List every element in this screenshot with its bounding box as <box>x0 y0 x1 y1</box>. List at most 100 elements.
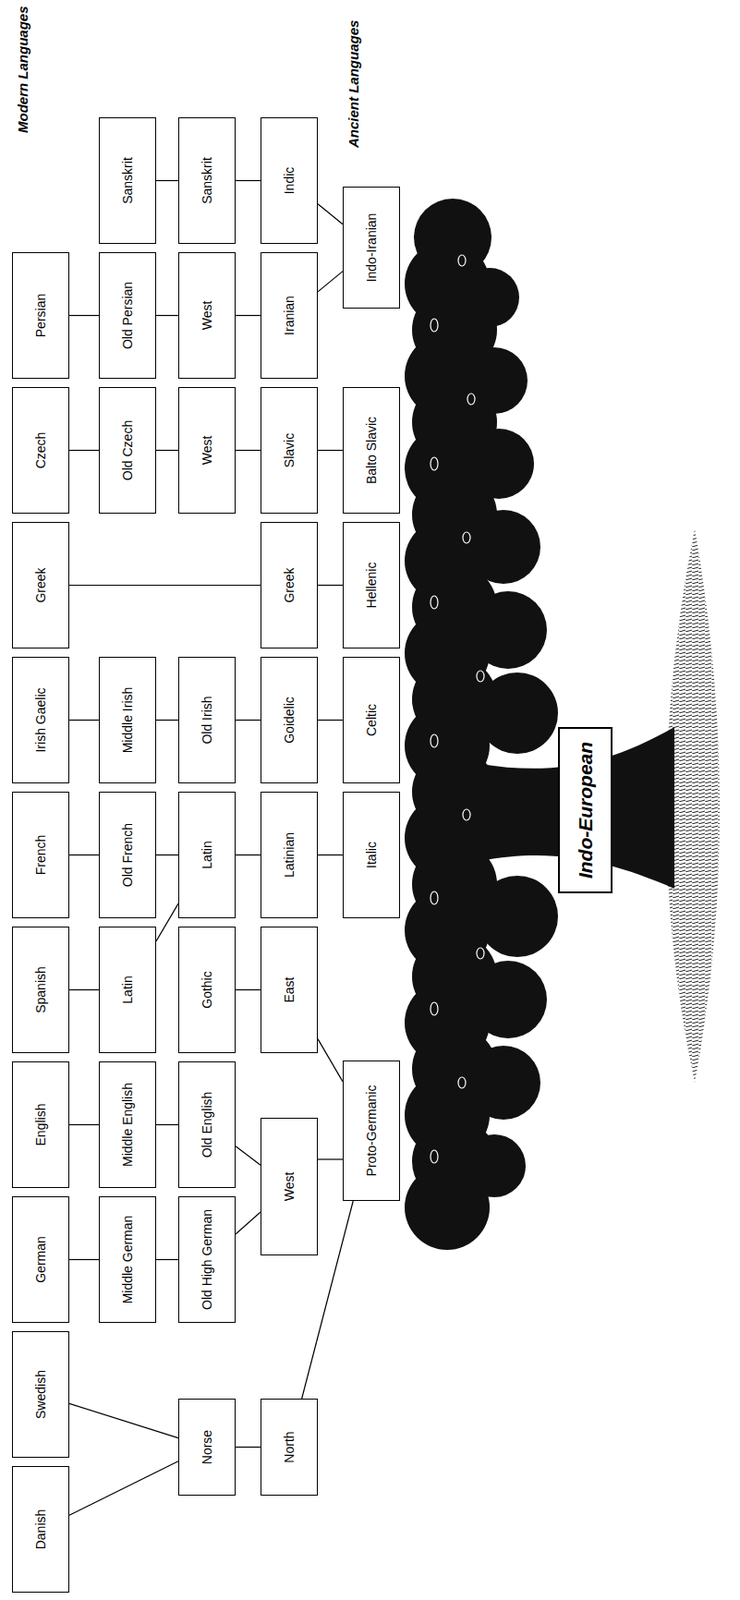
lineage-line <box>317 449 343 451</box>
lineage-line <box>69 1403 179 1438</box>
section-heading: Modern Languages <box>14 5 31 134</box>
lineage-line <box>156 903 179 942</box>
language-box: Sanskrit <box>98 117 157 244</box>
language-box: Old English <box>178 1061 236 1189</box>
language-name: Proto-Germanic <box>363 1085 379 1177</box>
lineage-line <box>156 1124 179 1126</box>
lineage-line <box>317 719 343 721</box>
language-box: Latinian <box>260 791 318 919</box>
language-name: Old Persian <box>120 281 135 350</box>
language-name: Italic <box>363 841 379 869</box>
lineage-line <box>69 719 99 721</box>
language-box: Old High German <box>178 1196 236 1323</box>
lineage-line <box>156 449 179 451</box>
language-name: Hellenic <box>363 562 379 609</box>
lineage-line <box>235 1212 261 1235</box>
root-box: Indo-European <box>558 727 613 894</box>
language-box: Hellenic <box>342 521 401 649</box>
language-box: English <box>12 1061 70 1189</box>
language-box: Gothic <box>178 926 236 1054</box>
language-name: Swedish <box>33 1370 49 1420</box>
language-name: Old Czech <box>120 420 135 481</box>
lineage-line <box>156 180 179 182</box>
language-name: Old High German <box>199 1209 215 1311</box>
language-name: West <box>199 301 215 331</box>
lineage-line <box>156 719 179 721</box>
language-box: Sanskrit <box>178 117 236 244</box>
language-name: Middle English <box>120 1082 135 1167</box>
language-box: Goidelic <box>260 656 318 784</box>
language-box: Celtic <box>342 656 401 784</box>
lineage-line <box>317 271 343 292</box>
language-name: Irish Gaelic <box>33 687 49 753</box>
language-name: Middle Irish <box>120 687 135 754</box>
language-box: German <box>12 1196 70 1323</box>
language-box: Italic <box>342 791 401 919</box>
language-box: West <box>260 1117 318 1256</box>
language-name: Danish <box>33 1509 49 1551</box>
lineage-line <box>317 584 343 586</box>
lineage-line <box>235 854 261 856</box>
language-box: Balto Slavic <box>342 387 401 514</box>
language-box: Norse <box>178 1398 236 1496</box>
language-box: Iranian <box>260 252 318 379</box>
language-name: East <box>281 977 297 1004</box>
language-name: Indo-Iranian <box>363 213 379 283</box>
language-box: Old Irish <box>178 656 236 784</box>
language-box: Middle German <box>98 1196 157 1323</box>
language-box: Persian <box>12 252 70 379</box>
lineage-line <box>69 1461 179 1516</box>
language-box: Proto-Germanic <box>342 1060 401 1201</box>
language-name: French <box>33 835 49 876</box>
language-name: Latin <box>199 840 215 869</box>
language-name: Old English <box>199 1091 215 1159</box>
lineage-line <box>235 180 261 182</box>
section-heading: Ancient Languages <box>345 20 362 148</box>
language-name: Middle German <box>120 1215 135 1305</box>
language-name: Spanish <box>33 966 49 1014</box>
lineage-line <box>69 315 99 316</box>
language-name: Persian <box>33 293 49 338</box>
language-box: East <box>260 926 318 1054</box>
lineage-line <box>317 1158 343 1160</box>
language-box: Irish Gaelic <box>12 656 70 784</box>
language-name: Sanskrit <box>199 157 215 205</box>
language-box: Old Czech <box>98 387 157 514</box>
language-name: Latin <box>120 975 135 1004</box>
language-name: Czech <box>33 432 49 470</box>
lineage-line <box>235 1446 261 1448</box>
language-box: Middle Irish <box>98 656 157 784</box>
lineage-line <box>69 584 261 586</box>
language-name: Greek <box>281 567 297 603</box>
language-box: Old Persian <box>98 252 157 379</box>
lineage-line <box>235 1146 261 1165</box>
language-box: Latin <box>178 791 236 919</box>
lineage-line <box>317 204 343 225</box>
leaf-highlights <box>430 254 485 1164</box>
tree-canopy <box>404 198 559 1250</box>
lineage-line <box>69 449 99 451</box>
language-name: Norse <box>199 1430 215 1465</box>
lineage-line <box>235 449 261 451</box>
lineage-line <box>156 315 179 316</box>
language-name: Iranian <box>281 295 297 336</box>
language-name: Goidelic <box>281 696 297 744</box>
language-name: Old French <box>120 823 135 887</box>
language-name: Balto Slavic <box>363 416 379 485</box>
language-box: Greek <box>260 521 318 649</box>
language-name: German <box>33 1236 49 1284</box>
language-box: Danish <box>12 1466 70 1593</box>
lineage-line <box>69 854 99 856</box>
language-name: Slavic <box>281 433 297 468</box>
language-box: North <box>260 1398 318 1496</box>
language-name: Latinian <box>281 832 297 878</box>
lineage-line <box>317 1039 343 1082</box>
lineage-line <box>235 989 261 991</box>
language-name: Indo-European <box>574 741 597 879</box>
language-box: Swedish <box>12 1331 70 1458</box>
lineage-line <box>235 719 261 721</box>
language-name: Sanskrit <box>120 157 135 205</box>
language-box: Slavic <box>260 387 318 514</box>
language-name: Old Irish <box>199 695 215 744</box>
